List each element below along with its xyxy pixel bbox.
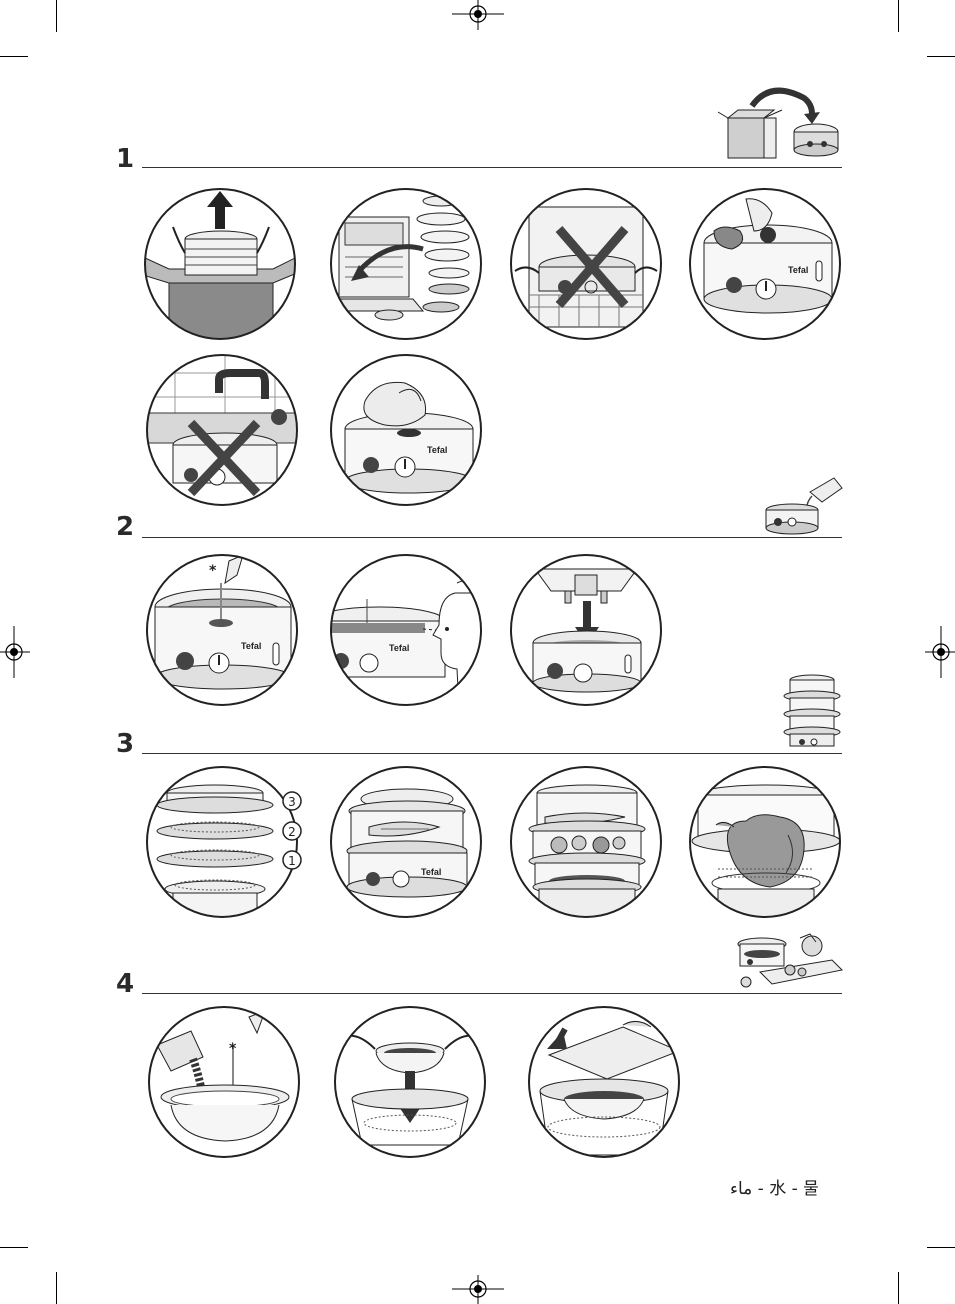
crop-mark (898, 1272, 899, 1304)
step-4-close-lid-illustration (527, 1005, 681, 1159)
step-1-no-dishwasher-base-illustration (509, 187, 663, 341)
section-number: 4 (116, 971, 134, 997)
crop-mark (0, 1247, 28, 1248)
step-4-rice-bowl-fill-illustration: * (147, 1005, 301, 1159)
water-legend: ماء - 水 - 물 (730, 1174, 819, 1199)
step-1-wipe-base-illustration: Tefal (688, 187, 842, 341)
section-number: 1 (116, 146, 134, 172)
tier-number-3: 3 (288, 795, 296, 809)
water-asterisk: * (209, 563, 217, 579)
crop-mark (927, 1247, 955, 1248)
brand-logo: Tefal (788, 265, 808, 275)
rice-bowl-cutting-board-icon (732, 932, 844, 994)
step-3-three-tier-food-illustration (509, 765, 663, 919)
unpack-steamer-icon (712, 84, 844, 164)
section-number: 2 (116, 514, 134, 540)
step-2-check-level-illustration: Tefal (329, 553, 483, 707)
section-number: 3 (116, 731, 134, 757)
section-divider (142, 537, 842, 538)
registration-mark-icon (452, 1275, 504, 1304)
registration-mark-icon (452, 0, 504, 30)
crop-mark (898, 0, 899, 32)
stacked-steamer-icon (780, 672, 844, 752)
brand-logo: Tefal (389, 643, 409, 653)
step-3-whole-chicken-illustration (688, 765, 842, 919)
step-2-place-drip-tray-illustration (509, 553, 663, 707)
step-3-steam-fish-illustration: Tefal (329, 765, 483, 919)
step-1-dishwasher-illustration (329, 187, 483, 341)
step-1-no-water-immersion-illustration (145, 353, 299, 507)
step-2-pour-water-illustration: * Tefal (145, 553, 299, 707)
tier-number-1: 1 (288, 854, 296, 868)
section-divider (142, 753, 842, 754)
water-asterisk: * (229, 1041, 237, 1057)
brand-logo: Tefal (241, 641, 261, 651)
section-divider (142, 167, 842, 168)
crop-mark (0, 56, 28, 57)
tier-number-2: 2 (288, 825, 296, 839)
tier-number-badges: 3 2 1 (280, 790, 304, 872)
registration-mark-icon (0, 626, 30, 678)
brand-logo: Tefal (421, 867, 441, 877)
crop-mark (56, 0, 57, 32)
step-1-clean-element-illustration: Tefal (329, 353, 483, 507)
section-divider (142, 993, 842, 994)
step-1-unbox-illustration (143, 187, 297, 341)
crop-mark (56, 1272, 57, 1304)
brand-logo: Tefal (427, 445, 447, 455)
crop-mark (927, 56, 955, 57)
fill-water-icon (762, 468, 844, 538)
step-3-bowl-order-illustration (145, 765, 299, 919)
step-4-place-rice-bowl-illustration (333, 1005, 487, 1159)
registration-mark-icon (925, 626, 955, 678)
